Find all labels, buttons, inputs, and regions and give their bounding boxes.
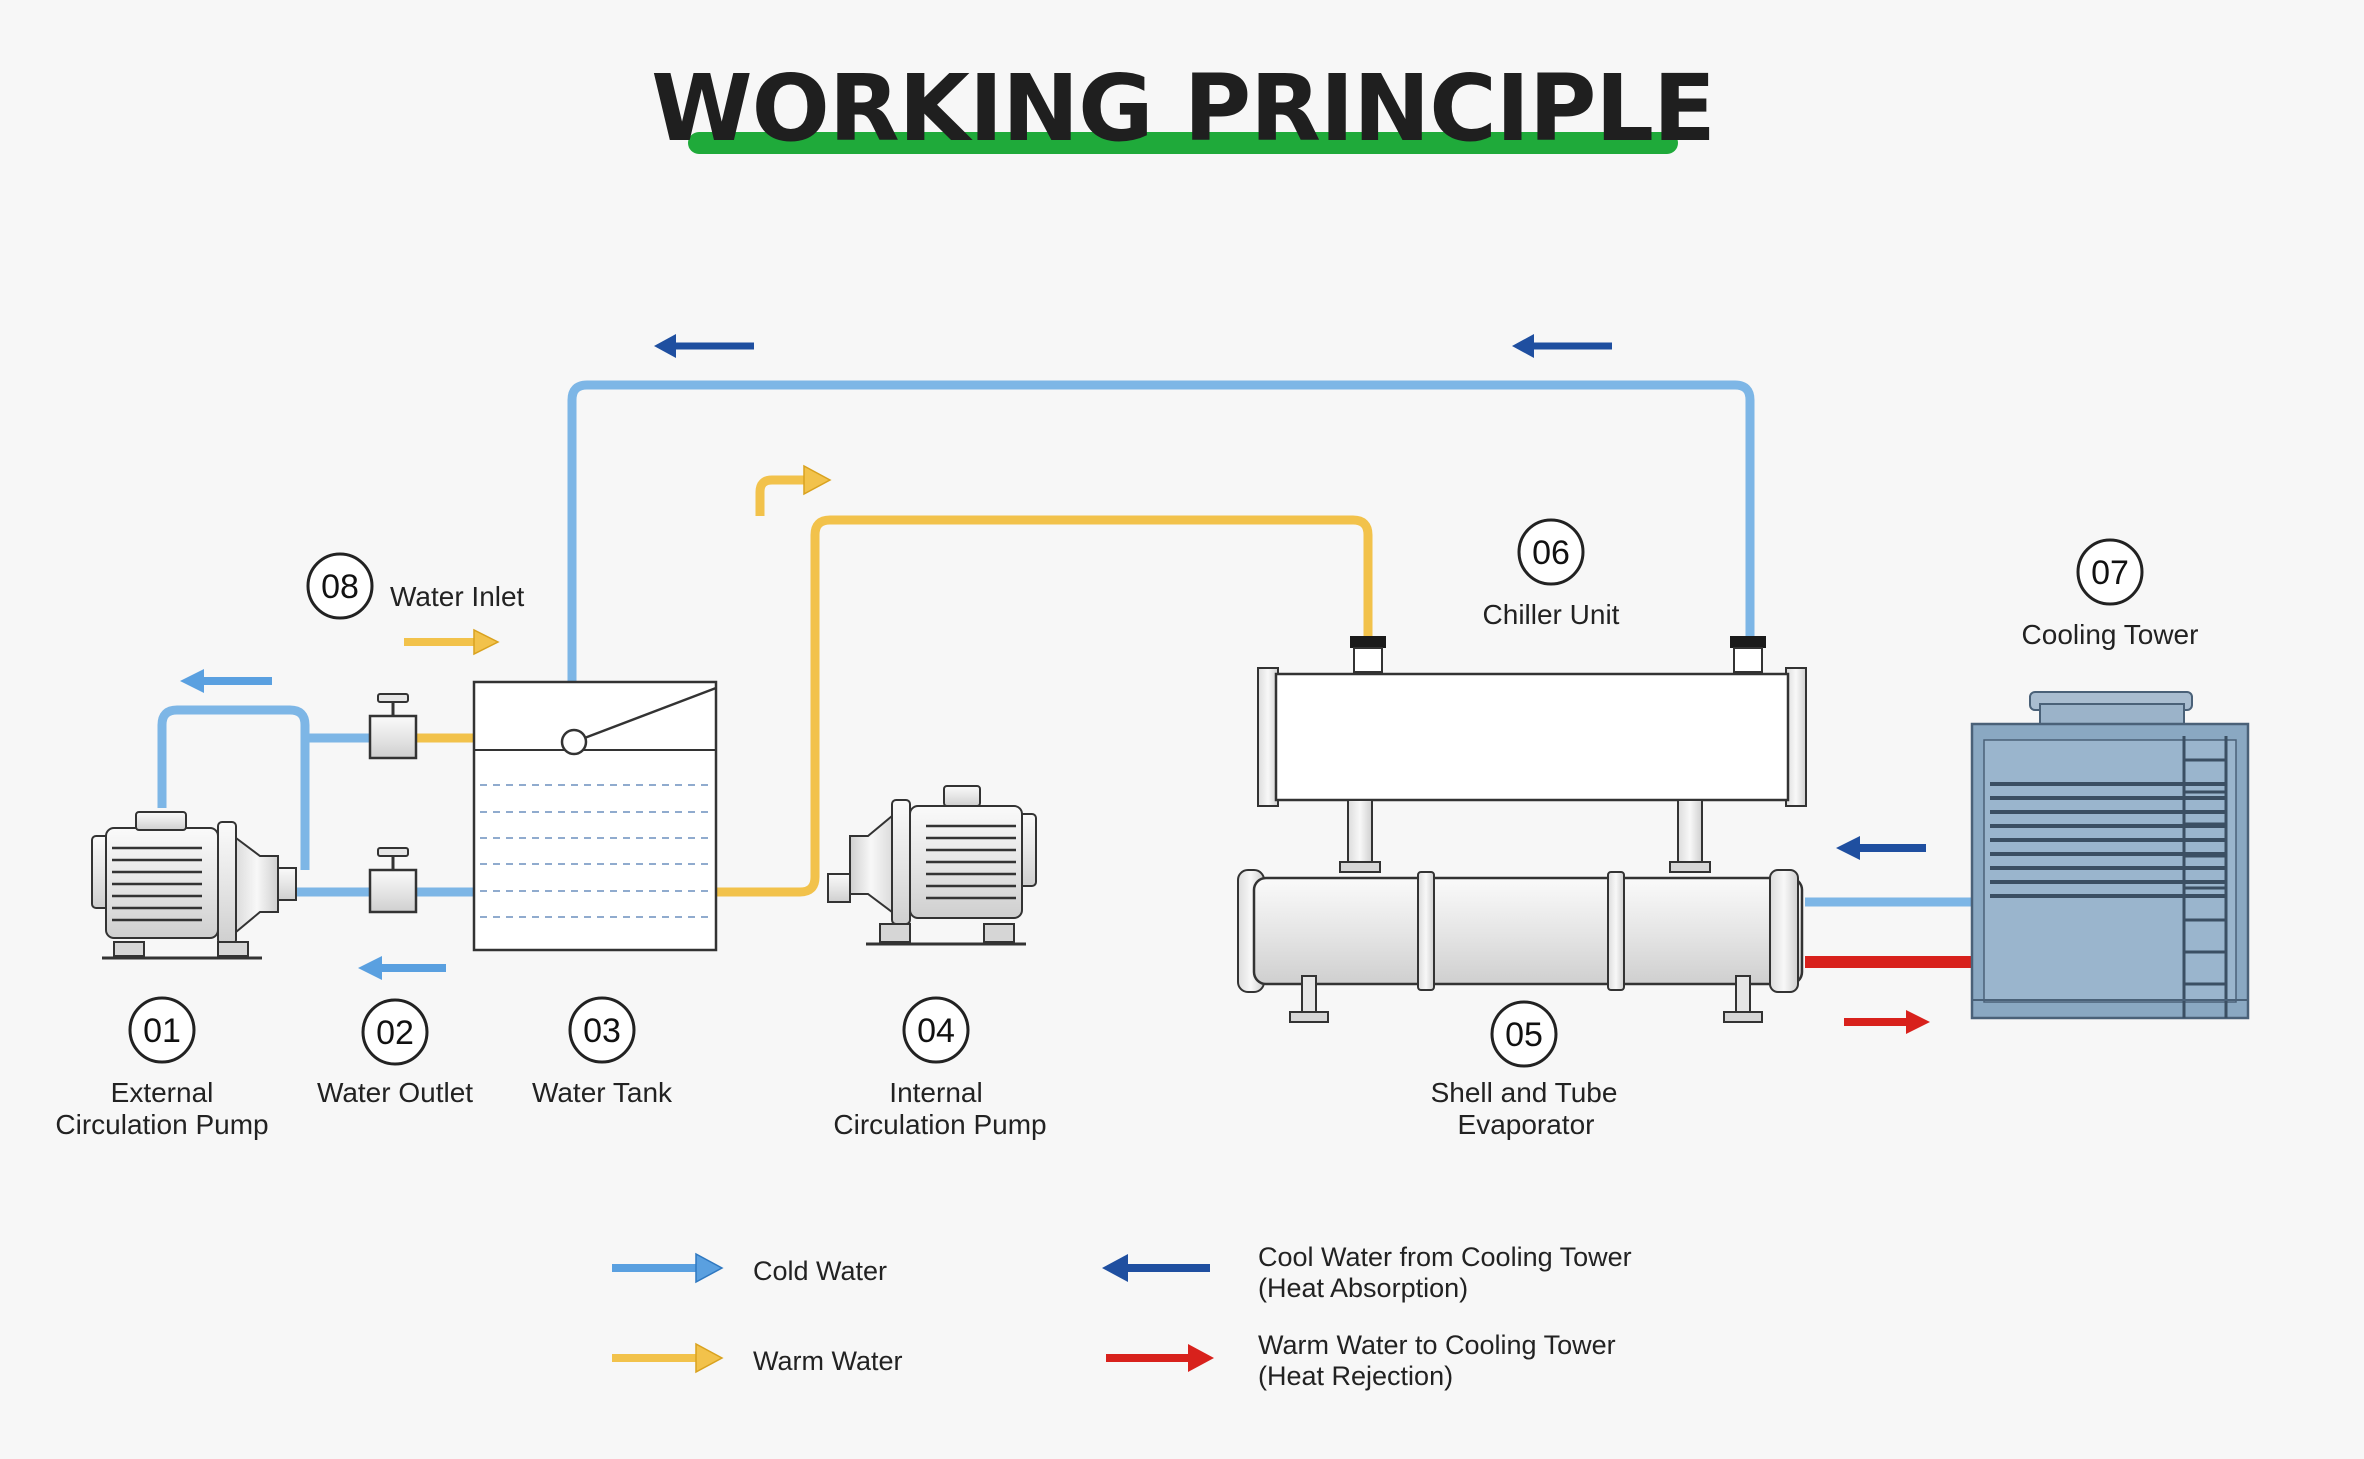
badge-number-01: 01	[143, 1012, 181, 1050]
component-03-name-line1: Water Tank	[532, 1077, 673, 1108]
legend-item-cool-water-from-tower: Cool Water from Cooling Tower (Heat Abso…	[1102, 1242, 1632, 1303]
badge-circle-08	[306, 552, 374, 620]
cooling-tower-icon	[1970, 691, 2250, 1020]
badge-number-08: 08	[321, 568, 359, 606]
badge-circle-01	[128, 996, 196, 1064]
legend-label-warm-to-tower-line2: (Heat Rejection)	[1258, 1361, 1453, 1391]
legend-label-cool-water-line2: (Heat Absorption)	[1258, 1273, 1468, 1303]
yellow-arrow-right-icon	[404, 628, 500, 656]
component-02-label: 02 Water Outlet	[317, 998, 473, 1108]
badge-circle-05	[1490, 1000, 1558, 1068]
legend-item-warm-water: Warm Water	[612, 1342, 903, 1376]
badge-circle-03	[568, 996, 636, 1064]
light-blue-arrow-left-icon	[358, 956, 446, 980]
component-07-label: 07 Cooling Tower	[2022, 538, 2199, 650]
warm-water-turn-arrow-icon	[755, 464, 832, 516]
dark-blue-arrow-left-icon	[654, 334, 754, 358]
dark-blue-arrow-left-icon	[1102, 1254, 1210, 1282]
badge-number-02: 02	[376, 1014, 414, 1052]
flow-arrows	[180, 334, 1930, 1034]
component-03-label: 03 Water Tank	[532, 996, 673, 1108]
component-06-label: 06 Chiller Unit	[1483, 518, 1620, 630]
float-arm	[573, 686, 717, 744]
badge-circle-06	[1517, 518, 1585, 586]
component-05-label: 05 Shell and Tube Evaporator	[1431, 1000, 1618, 1140]
valve-upper-icon	[368, 693, 418, 760]
component-06-name-line1: Chiller Unit	[1483, 599, 1620, 630]
badge-circle-07	[2076, 538, 2144, 606]
red-arrow-right-icon	[1106, 1344, 1214, 1372]
water-tank	[472, 680, 718, 952]
badge-circle-04	[902, 996, 970, 1064]
legend-label-warm-to-tower-line1: Warm Water to Cooling Tower	[1258, 1330, 1616, 1360]
internal-circulation-pump-icon	[827, 785, 1037, 946]
pipes	[157, 380, 1972, 968]
component-08-label: 08 Water Inlet	[306, 552, 525, 620]
badge-number-07: 07	[2091, 554, 2129, 592]
shell-and-tube-evaporator-icon	[1237, 869, 1804, 1023]
component-01-name-line1: External	[111, 1077, 214, 1108]
cold-water-pipe-pump-outlet	[157, 705, 310, 870]
badge-number-05: 05	[1505, 1016, 1543, 1054]
title-underline	[688, 132, 1678, 154]
component-01-name-line2: Circulation Pump	[55, 1109, 268, 1140]
page-title: WORKING PRINCIPLE	[651, 55, 1715, 162]
external-circulation-pump-icon	[91, 811, 297, 960]
legend-label-warm-water: Warm Water	[753, 1346, 903, 1376]
yellow-arrow-right-icon	[612, 1342, 724, 1374]
component-02-name-line1: Water Outlet	[317, 1077, 473, 1108]
valve-lower-icon	[368, 847, 418, 914]
light-blue-arrow-right-icon	[612, 1252, 724, 1284]
legend-item-cold-water: Cold Water	[612, 1252, 887, 1286]
light-blue-arrow-left-icon	[180, 669, 272, 693]
dark-blue-arrow-left-icon	[1836, 836, 1926, 860]
badge-number-04: 04	[917, 1012, 955, 1050]
component-01-label: 01 External Circulation Pump	[55, 996, 269, 1140]
component-05-name-line2: Evaporator	[1458, 1109, 1595, 1140]
legend-label-cool-water-line1: Cool Water from Cooling Tower	[1258, 1242, 1632, 1272]
ladder-icon	[2182, 736, 2228, 1018]
badge-number-03: 03	[583, 1012, 621, 1050]
legend-label-cold-water: Cold Water	[753, 1256, 887, 1286]
legend-item-warm-water-to-tower: Warm Water to Cooling Tower (Heat Reject…	[1106, 1330, 1616, 1391]
badge-circle-02	[361, 998, 429, 1066]
chiller-unit-icon	[1257, 636, 1807, 873]
component-08-name-line1: Water Inlet	[390, 581, 525, 612]
red-arrow-right-icon	[1844, 1010, 1930, 1034]
component-07-name-line1: Cooling Tower	[2022, 619, 2199, 650]
float-ball-icon	[560, 728, 588, 756]
title-block: WORKING PRINCIPLE	[651, 55, 1716, 162]
component-05-name-line1: Shell and Tube	[1431, 1077, 1618, 1108]
cold-water-pipe-top-loop	[567, 380, 1755, 690]
legend: Cold Water Warm Water Cool Water from Co…	[612, 1242, 1632, 1391]
component-04-name-line1: Internal	[889, 1077, 982, 1108]
component-04-label: 04 Internal Circulation Pump	[833, 996, 1047, 1140]
component-04-name-line2: Circulation Pump	[833, 1109, 1046, 1140]
warm-water-pipe-loop	[712, 515, 1373, 897]
dark-blue-arrow-left-icon	[1512, 334, 1612, 358]
badge-number-06: 06	[1532, 534, 1570, 572]
